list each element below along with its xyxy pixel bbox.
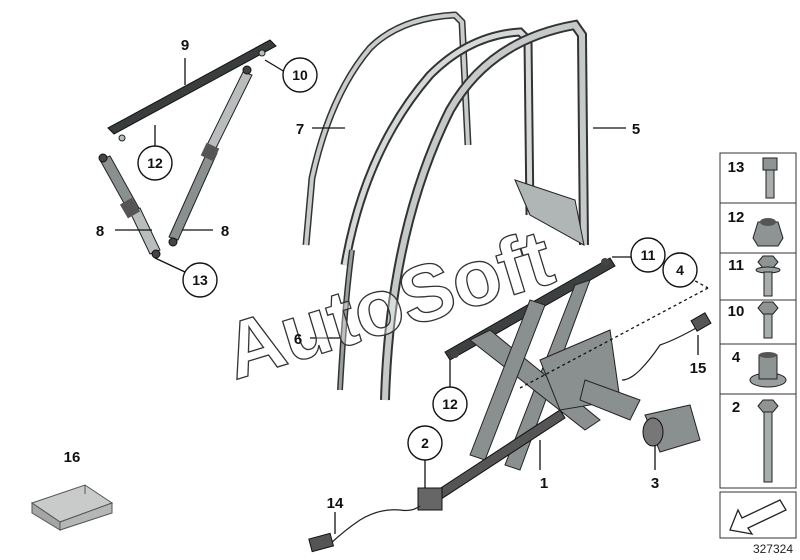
- svg-text:6: 6: [294, 331, 302, 348]
- svg-text:10: 10: [292, 67, 308, 83]
- legend-row-2: 2: [719, 393, 797, 489]
- svg-text:12: 12: [147, 155, 163, 171]
- callout-5: 5: [632, 121, 640, 138]
- window-guide-rail-7: [302, 11, 472, 246]
- callout-13: 13: [182, 262, 218, 298]
- legend-row-13: 13: [719, 152, 797, 204]
- gas-strut-8-right: [168, 65, 253, 247]
- callout-6: 6: [294, 331, 302, 348]
- callout-11: 11: [630, 237, 666, 273]
- svg-text:2: 2: [732, 399, 740, 416]
- callout-9: 9: [181, 37, 189, 54]
- fastener-legend: 13 12 11 10 4: [719, 152, 797, 539]
- svg-text:12: 12: [442, 396, 458, 412]
- svg-text:16: 16: [64, 449, 81, 466]
- callout-1: 1: [540, 475, 548, 492]
- wiring-cable-14: [308, 505, 421, 553]
- svg-text:4: 4: [732, 349, 741, 366]
- package-box-16: [30, 484, 114, 531]
- callout-12-lower: 12: [432, 386, 468, 422]
- svg-text:13: 13: [728, 159, 745, 176]
- callout-4: 4: [662, 252, 698, 288]
- document-id: 327324: [753, 542, 793, 556]
- callout-8-right: 8: [221, 223, 229, 240]
- guide-rail-9: [107, 39, 277, 142]
- svg-text:8: 8: [96, 223, 104, 240]
- window-seal-5: [340, 19, 589, 401]
- svg-text:11: 11: [641, 247, 656, 263]
- callout-16: 16: [64, 449, 81, 466]
- svg-text:5: 5: [632, 121, 640, 138]
- svg-text:3: 3: [651, 475, 659, 492]
- svg-text:12: 12: [728, 209, 745, 226]
- legend-row-10: 10: [719, 299, 797, 345]
- window-guide-rail-6: [337, 249, 355, 391]
- legend-row-4: 4: [719, 343, 797, 395]
- window-regulator-1: [417, 257, 641, 511]
- svg-text:9: 9: [181, 37, 189, 54]
- svg-text:7: 7: [296, 121, 304, 138]
- svg-text:11: 11: [728, 257, 744, 274]
- callout-15: 15: [690, 360, 707, 377]
- leader-lines: [115, 58, 709, 534]
- svg-text:14: 14: [327, 495, 344, 512]
- callout-10: 10: [282, 57, 318, 93]
- direction-arrow-box: [719, 491, 797, 539]
- svg-text:2: 2: [421, 435, 429, 451]
- svg-text:4: 4: [676, 262, 684, 278]
- callout-3: 3: [651, 475, 659, 492]
- svg-text:10: 10: [728, 303, 745, 320]
- callout-8-left: 8: [96, 223, 104, 240]
- svg-text:13: 13: [192, 272, 208, 288]
- callout-14: 14: [327, 495, 344, 512]
- svg-text:1: 1: [540, 475, 548, 492]
- legend-row-12: 12: [719, 202, 797, 254]
- wiring-cable-15: [621, 312, 712, 381]
- window-motor-3: [642, 404, 701, 453]
- legend-row-11: 11: [719, 252, 797, 301]
- svg-text:15: 15: [690, 360, 707, 377]
- arrow-icon: [729, 499, 787, 535]
- callout-12-upper: 12: [137, 145, 173, 181]
- callout-2: 2: [407, 425, 443, 461]
- gas-strut-8-left: [98, 153, 161, 259]
- svg-text:8: 8: [221, 223, 229, 240]
- callout-7: 7: [296, 121, 304, 138]
